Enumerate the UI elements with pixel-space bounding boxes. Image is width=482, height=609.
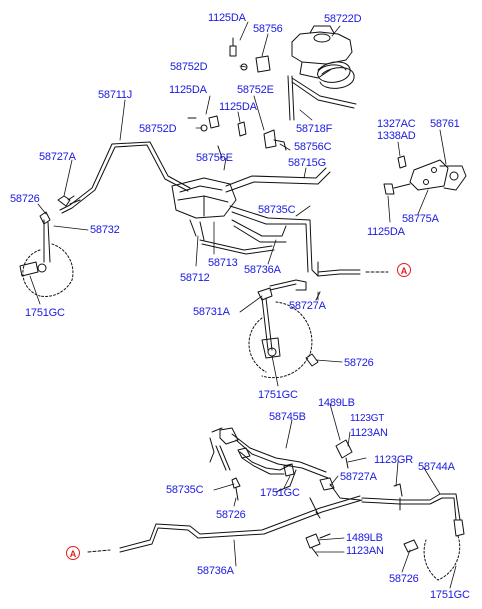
part-label-58727a[interactable]: 58727A	[39, 151, 76, 163]
upper-bolts	[187, 37, 287, 159]
upper-brake-lines	[59, 141, 331, 277]
part-label-58761[interactable]: 58761	[430, 118, 460, 130]
part-label-1125da[interactable]: 1125DA	[208, 12, 246, 24]
part-label-1751gc[interactable]: 1751GC	[25, 307, 65, 319]
reference-marker-a-top: A	[397, 263, 411, 277]
part-label-58726[interactable]: 58726	[344, 357, 374, 369]
reference-marker-a-bottom: A	[66, 546, 80, 560]
part-label-1327ac[interactable]: 1327AC	[377, 118, 416, 130]
part-label-58726[interactable]: 58726	[216, 509, 246, 521]
part-label-1489lb[interactable]: 1489LB	[346, 532, 383, 544]
part-label-58726[interactable]: 58726	[389, 573, 419, 585]
part-label-58713[interactable]: 58713	[208, 257, 238, 269]
part-label-58727a[interactable]: 58727A	[289, 300, 326, 312]
part-label-58712[interactable]: 58712	[180, 272, 210, 284]
part-label-58731a[interactable]: 58731A	[193, 306, 230, 318]
part-label-58744a[interactable]: 58744A	[418, 461, 455, 473]
part-label-58736a[interactable]: 58736A	[244, 264, 281, 276]
part-label-58718f[interactable]: 58718F	[296, 123, 333, 135]
part-label-58735c[interactable]: 58735C	[166, 484, 204, 496]
part-label-1123gr[interactable]: 1123GR	[374, 454, 413, 466]
part-label-1338ad[interactable]: 1338AD	[377, 130, 416, 142]
part-label-1125da[interactable]: 1125DA	[169, 84, 207, 96]
part-label-1123an[interactable]: 1123AN	[350, 427, 388, 439]
part-label-58745b[interactable]: 58745B	[269, 411, 306, 423]
part-label-58752e[interactable]: 58752E	[237, 84, 274, 96]
part-label-58736a[interactable]: 58736A	[197, 565, 234, 577]
part-label-58711j[interactable]: 58711J	[98, 89, 133, 101]
right-front-hose	[248, 261, 321, 379]
part-label-1489lb[interactable]: 1489LB	[318, 397, 355, 409]
part-label-58775a[interactable]: 58775A	[402, 213, 439, 225]
part-label-1751gc[interactable]: 1751GC	[260, 487, 300, 499]
part-label-1123an[interactable]: 1123AN	[346, 545, 384, 557]
part-label-58756e[interactable]: 58756E	[196, 152, 233, 164]
part-label-58756[interactable]: 58756	[253, 23, 283, 35]
part-label-58722d[interactable]: 58722D	[324, 13, 362, 25]
part-label-58726[interactable]: 58726	[10, 193, 40, 205]
connector-line-bottom	[87, 549, 111, 553]
left-front-hose	[19, 195, 81, 297]
part-label-1751gc[interactable]: 1751GC	[430, 589, 470, 601]
rear-axle-lines	[119, 427, 465, 581]
part-label-1125da[interactable]: 1125DA	[367, 226, 405, 238]
part-label-58756c[interactable]: 58756C	[294, 141, 332, 153]
part-label-1125da[interactable]: 1125DA	[219, 101, 257, 113]
connector-line-top	[317, 269, 389, 277]
part-label-58727a[interactable]: 58727A	[340, 471, 377, 483]
load-sensing-valve	[383, 155, 467, 195]
part-label-58715g[interactable]: 58715G	[288, 157, 326, 169]
part-label-58735c[interactable]: 58735C	[258, 204, 296, 216]
master-cylinder-assembly	[287, 25, 357, 121]
leader-lines	[29, 21, 457, 589]
part-label-1123gt[interactable]: 1123GT	[350, 413, 385, 424]
part-label-58752d[interactable]: 58752D	[170, 61, 208, 73]
part-label-58752d[interactable]: 58752D	[139, 123, 177, 135]
part-label-1751gc[interactable]: 1751GC	[258, 389, 298, 401]
part-label-58732[interactable]: 58732	[90, 224, 120, 236]
